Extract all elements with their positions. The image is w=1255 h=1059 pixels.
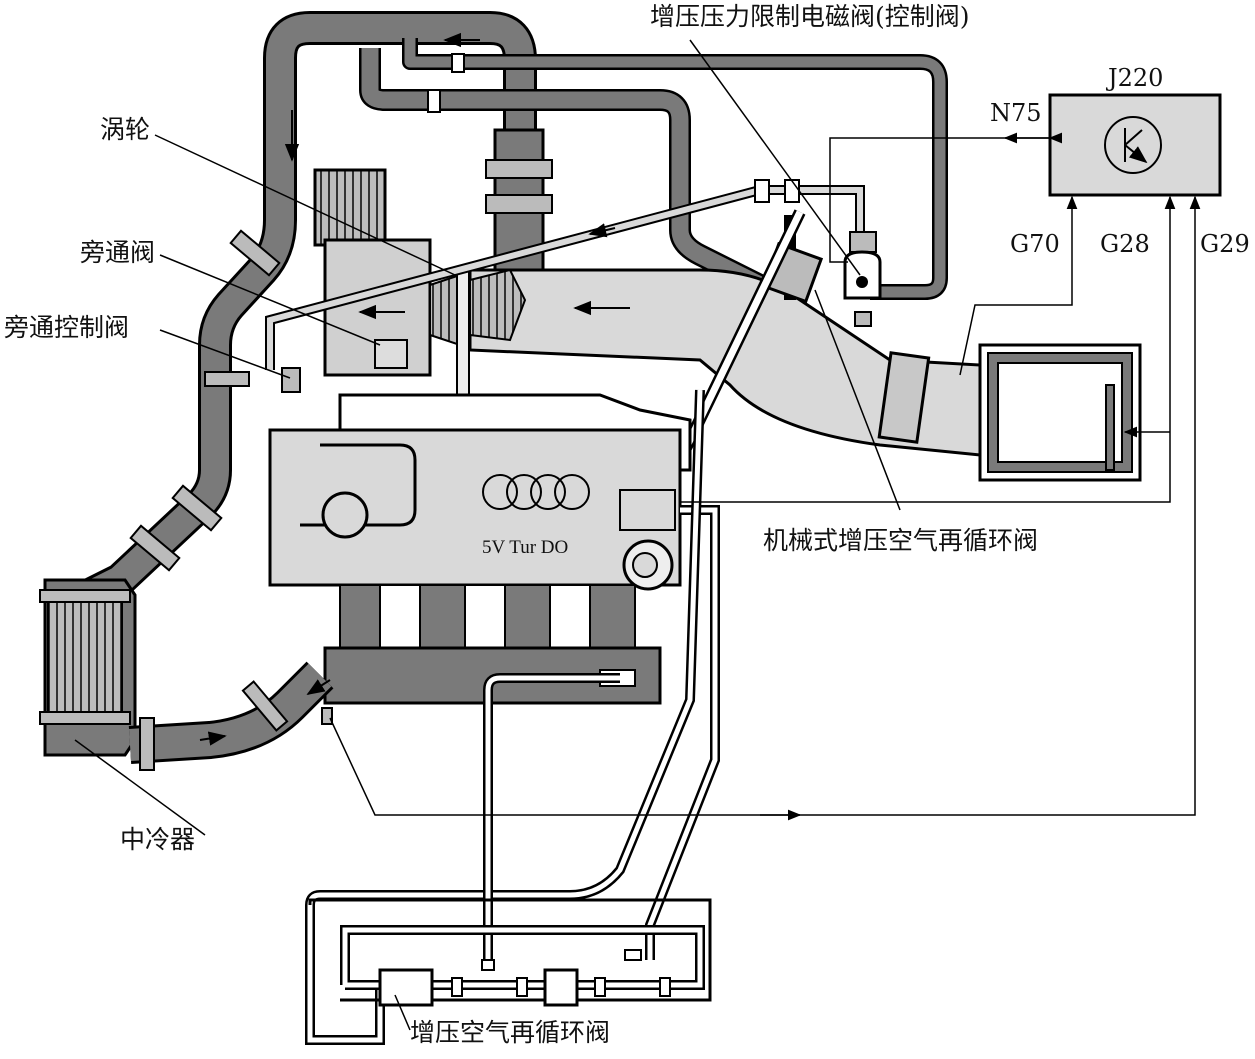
air-filter-box (978, 343, 1142, 482)
leader-lines (74, 39, 901, 1031)
ecu-j220 (1048, 93, 1222, 197)
label-g29: G29 (1200, 230, 1250, 258)
label-intercooler: 中冷器 (120, 825, 196, 854)
label-bypass-control-valve: 旁通控制阀 (4, 313, 130, 342)
intercooler (39, 578, 137, 757)
label-recirc-valve: 增压空气再循环阀 (410, 1018, 611, 1047)
n75-valve (843, 231, 882, 327)
engine-label: 5V Tur DO (482, 537, 569, 558)
label-ecu: J220 (1108, 64, 1164, 92)
turbocharger (313, 168, 527, 411)
signal-wires (329, 132, 1201, 821)
label-turbine: 涡轮 (100, 115, 151, 144)
label-g70: G70 (1010, 230, 1060, 258)
label-n75: N75 (990, 99, 1042, 127)
pipe-clamps (129, 32, 480, 572)
label-bypass-valve: 旁通阀 (80, 238, 156, 267)
label-g28: G28 (1100, 230, 1150, 258)
charge-pipe-lower (128, 661, 334, 771)
engine-block (268, 393, 692, 591)
turbo-feed-pipe (485, 128, 553, 292)
recirc-lines (305, 389, 720, 1045)
charge-pipe-left (72, 11, 537, 616)
bypass-lines (265, 179, 865, 393)
label-mech-recirc-valve: 机械式增压空气再循环阀 (763, 526, 1039, 555)
upper-pipes (359, 38, 948, 310)
label-boost-pressure-valve: 增压压力限制电磁阀(控制阀) (650, 2, 970, 31)
